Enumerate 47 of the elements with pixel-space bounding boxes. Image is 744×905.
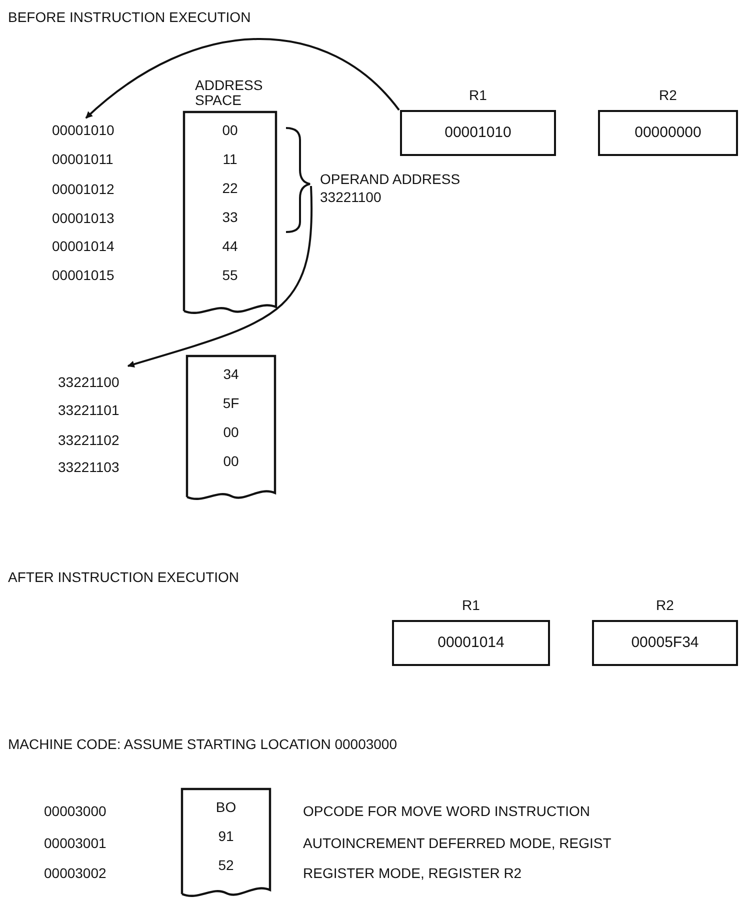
memory-column (180, 787, 272, 899)
memory-value: BO (216, 798, 236, 817)
address-label: 00001012 (52, 180, 114, 198)
address-label: 00001015 (52, 266, 114, 284)
address-label: 00001010 (52, 121, 136, 139)
address-label: 00001013 (52, 209, 114, 227)
memory-value: 11 (222, 150, 238, 169)
register-name: R2 (656, 596, 674, 615)
memory-value: 22 (222, 179, 238, 198)
address-label: 33221101 (58, 401, 120, 419)
memory-value: 5F (222, 394, 240, 413)
memory-column (185, 354, 277, 502)
operand-note: OPERAND ADDRESS 33221100 (311, 170, 497, 206)
instruction-note: REGISTER MODE, REGISTER R2 (303, 864, 522, 882)
register-value: 00001010 (400, 110, 556, 156)
address-label: 33221103 (58, 458, 120, 476)
register-value: 00000000 (598, 110, 738, 156)
memory-value: 52 (218, 856, 234, 875)
address-label: 33221100 (58, 373, 142, 391)
address-label: 00001011 (52, 150, 114, 168)
instruction-note: AUTOINCREMENT DEFERRED MODE, REGIST (303, 834, 612, 852)
address-label: 00001014 (52, 237, 114, 255)
section-heading: BEFORE INSTRUCTION EXECUTION (8, 8, 251, 26)
arrow (127, 186, 312, 368)
address-label: 33221102 (58, 431, 120, 449)
memory-value: 33 (222, 208, 238, 227)
address-label: 00003000 (44, 802, 106, 820)
address-label: 00003001 (44, 834, 106, 852)
memory-column (182, 78, 278, 316)
memory-value: 00 (223, 423, 239, 442)
address-label: 00003002 (44, 864, 106, 882)
register-value: 00001014 (392, 620, 550, 666)
memory-value: 44 (222, 237, 238, 256)
register-name: R2 (659, 86, 677, 105)
memory-value: 00 (222, 121, 238, 140)
section-heading: AFTER INSTRUCTION EXECUTION (8, 568, 240, 586)
register-name: R1 (462, 596, 480, 615)
memory-value: 91 (218, 827, 234, 846)
column-heading: ADDRESS SPACE (195, 78, 264, 108)
section-heading: MACHINE CODE: ASSUME STARTING LOCATION 00003000 (8, 735, 397, 753)
memory-value: 34 (223, 365, 239, 384)
register-name: R1 (469, 86, 487, 105)
register-value: 00005F34 (592, 620, 738, 666)
instruction-note: OPCODE FOR MOVE WORD INSTRUCTION (303, 802, 590, 820)
memory-value: 55 (222, 266, 238, 285)
memory-value: 00 (223, 452, 239, 471)
arrow (85, 38, 400, 119)
